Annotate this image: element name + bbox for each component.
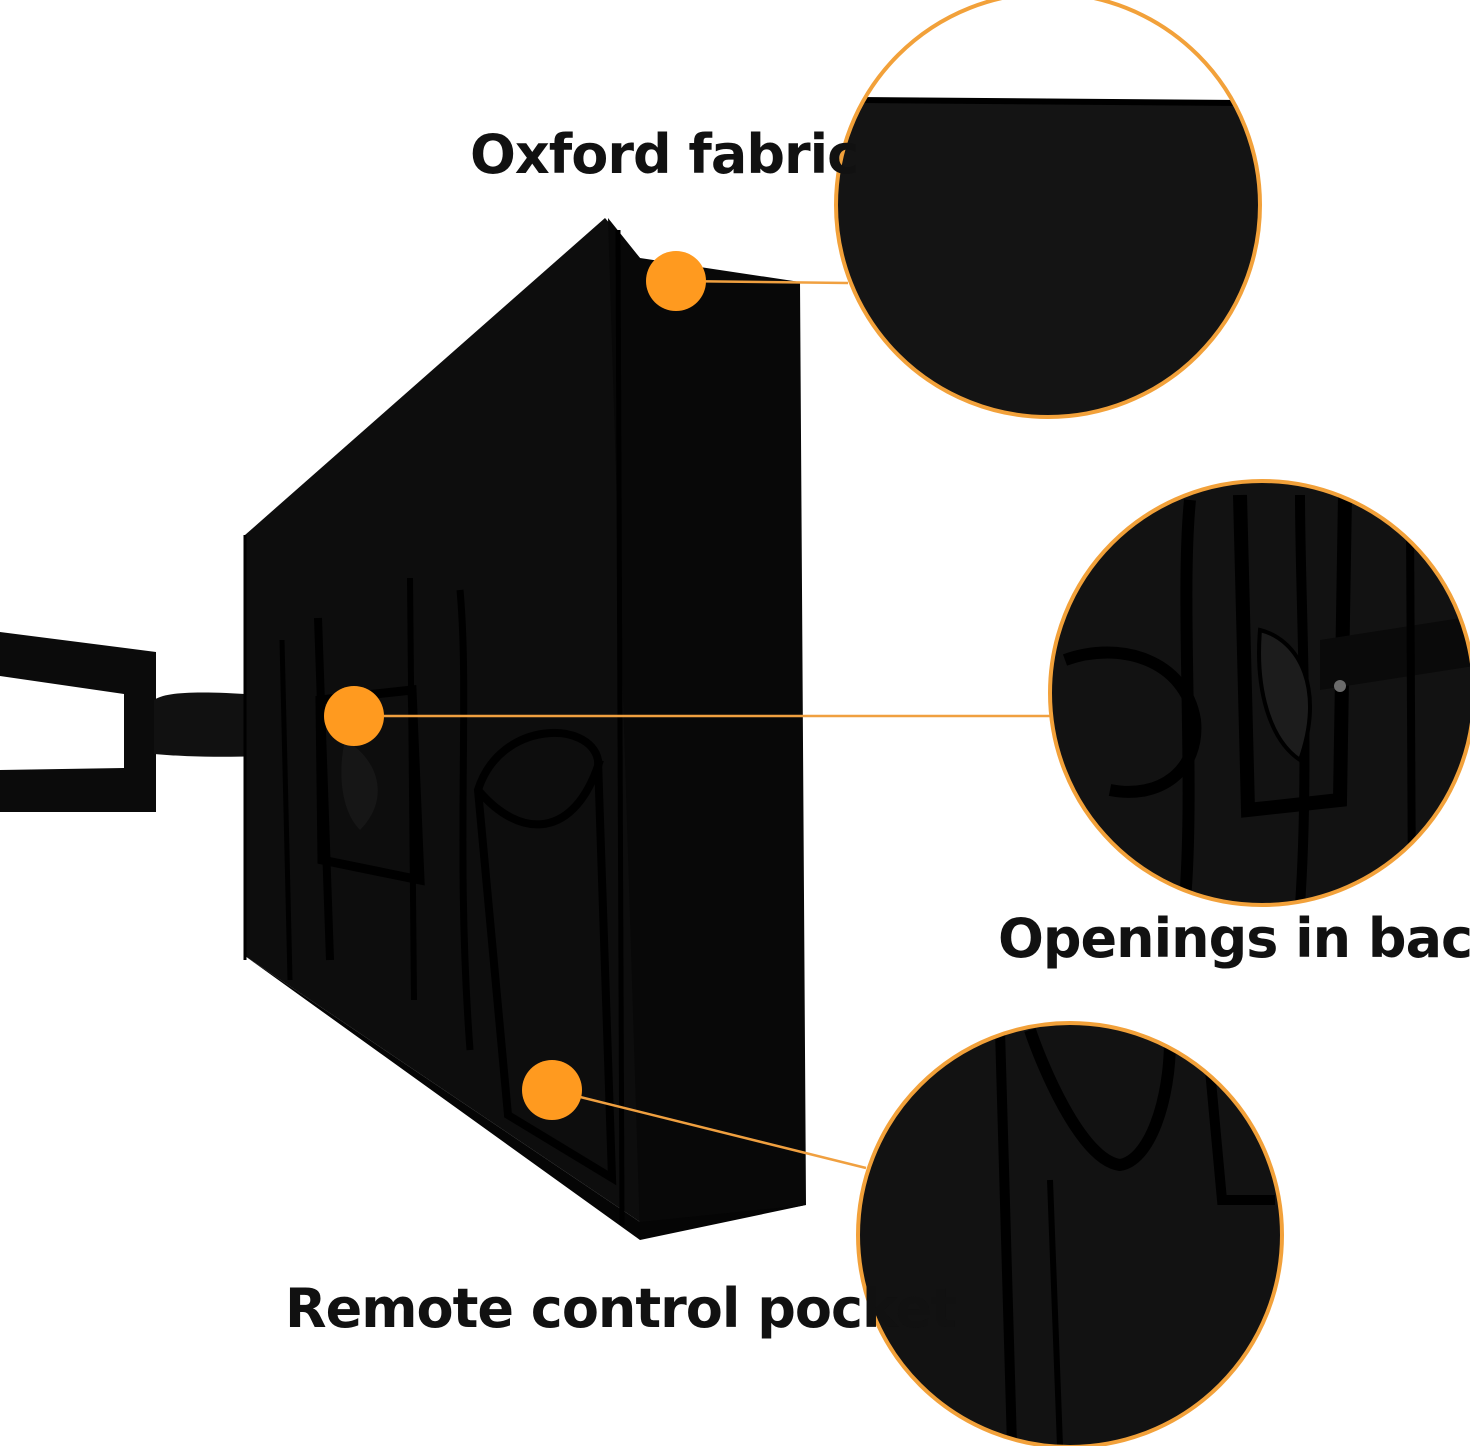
- oxford-fabric-label: Oxford fabric: [470, 123, 859, 186]
- tv-cover: [243, 218, 806, 1240]
- zoom-circle-openings: [1048, 479, 1470, 907]
- marker-pocket-dot-icon: [522, 1060, 582, 1120]
- marker-oxford-dot-icon: [646, 251, 706, 311]
- remote-control-pocket-label: Remote control pocket: [285, 1277, 957, 1340]
- marker-openings-dot-icon: [324, 686, 384, 746]
- cover-back-panel: [245, 218, 640, 1222]
- cover-side-panel: [608, 218, 806, 1236]
- openings-in-back-label: Openings in back: [998, 907, 1470, 970]
- back-opening: [315, 685, 425, 886]
- zoom-circle-fabric: [834, 0, 1262, 419]
- zoom-circle-pocket: [856, 1021, 1284, 1446]
